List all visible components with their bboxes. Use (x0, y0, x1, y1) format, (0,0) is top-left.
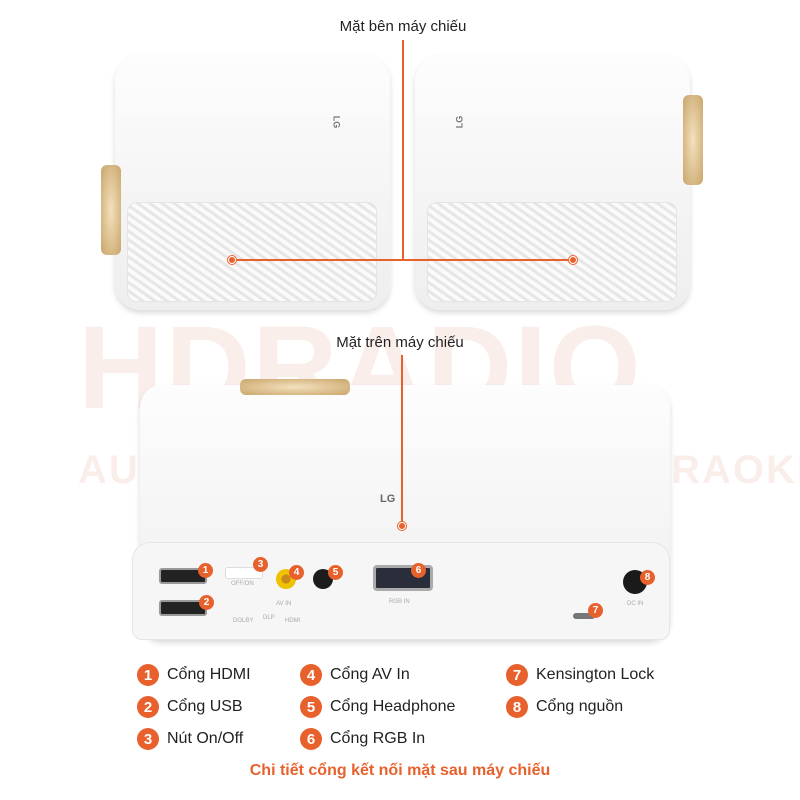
badge-5: 5 (328, 565, 343, 580)
lg-logo: LG (380, 493, 396, 505)
legend-label: Kensington Lock (536, 666, 655, 683)
badge-7: 7 (588, 603, 603, 618)
pointer-dot (398, 522, 406, 530)
kensington-slot (573, 613, 595, 619)
legend-label: Cổng USB (167, 698, 243, 715)
legend-label: Cổng AV In (330, 666, 410, 683)
lg-logo: LG (331, 115, 342, 129)
legend-item: 1 Cổng HDMI (137, 664, 300, 686)
legend-number: 7 (506, 664, 528, 686)
legend-label: Cổng RGB In (330, 730, 426, 747)
dc-in-label: DC IN (627, 601, 644, 607)
legend-item: 6 Cổng RGB In (300, 728, 506, 750)
av-in-label: AV IN (276, 601, 292, 607)
legend-label: Cổng nguồn (536, 698, 624, 715)
legend-label: Cổng Headphone (330, 698, 456, 715)
badge-8: 8 (640, 570, 655, 585)
projector-side-right: LG (415, 55, 703, 310)
legend-number: 1 (137, 664, 159, 686)
badge-6: 6 (411, 563, 426, 578)
legend-item: 3 Nút On/Off (137, 728, 300, 750)
legend-label: Cổng HDMI (167, 666, 251, 683)
badge-2: 2 (199, 595, 214, 610)
caption: Chi tiết cổng kết nối mặt sau máy chiếu (249, 762, 551, 779)
vent-grille (127, 202, 377, 302)
off-on-label: OFF/ON (231, 581, 254, 587)
legend-number: 6 (300, 728, 322, 750)
rear-panel: 1 2 OFF/ON 3 AV IN 4 5 RGB IN 6 DOLBY DL… (132, 542, 670, 640)
pointer-dot (228, 256, 236, 264)
badge-1: 1 (198, 563, 213, 578)
rgb-in-label: RGB IN (389, 599, 410, 605)
legend-item: 2 Cổng USB (137, 696, 300, 718)
badge-3: 3 (253, 557, 268, 572)
dlp-logo: DLP (263, 615, 275, 621)
legend-number: 5 (300, 696, 322, 718)
lg-logo: LG (454, 115, 465, 129)
legend-number: 2 (137, 696, 159, 718)
lens (240, 379, 350, 395)
top-view-label: Mặt trên máy chiếu (336, 334, 464, 351)
legend-number: 8 (506, 696, 528, 718)
vent-grille (427, 202, 677, 302)
pointer-line (402, 40, 404, 260)
side-view-label: Mặt bên máy chiếu (339, 18, 467, 35)
pointer-line (232, 259, 573, 261)
lens (101, 165, 121, 255)
power-switch[interactable] (225, 567, 263, 579)
legend-number: 3 (137, 728, 159, 750)
legend-item: 5 Cổng Headphone (300, 696, 506, 718)
legend-item: 7 Kensington Lock (506, 664, 666, 686)
legend-number: 4 (300, 664, 322, 686)
projector-side-left: LG (101, 55, 390, 310)
legend-label: Nút On/Off (167, 730, 244, 747)
hdmi-logo: HDMI (285, 618, 301, 624)
legend-item: 8 Cổng nguồn (506, 696, 666, 718)
badge-4: 4 (289, 565, 304, 580)
lens (683, 95, 703, 185)
pointer-dot (569, 256, 577, 264)
pointer-line (401, 355, 403, 525)
legend-item: 4 Cổng AV In (300, 664, 506, 686)
dolby-logo: DOLBY (233, 618, 254, 624)
